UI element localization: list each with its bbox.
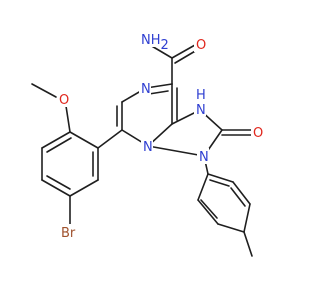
- bond-camide-n: [149, 44, 173, 59]
- keto-oxygen-label: O: [253, 126, 263, 141]
- bond-o-ch3: [31, 83, 57, 98]
- bond-ar-inner-a: [46, 137, 72, 153]
- bond-tol-inner-c: [209, 179, 230, 187]
- bond-ar-inner-b: [46, 175, 71, 190]
- bond-tol-5-6: [197, 199, 219, 225]
- bond-camide-o: [171, 44, 196, 59]
- bond-c2-aryl: [97, 129, 123, 149]
- bond-ar-1-2: [69, 131, 99, 149]
- bond-n9-c4: [147, 145, 205, 157]
- amide-nh2-subscript: 2: [161, 38, 169, 53]
- imidazole-h-label: H: [196, 88, 206, 103]
- bond-camide-o-double: [174, 49, 198, 64]
- methoxy-oxygen-label: O: [59, 93, 69, 108]
- imidazole-n9-label: N: [199, 150, 209, 165]
- bond-tol-inner-a: [230, 187, 246, 207]
- bond-tol-6-1: [197, 173, 209, 201]
- pyrimidine-n3-label: N: [143, 140, 153, 155]
- bond-ar-o: [65, 105, 71, 133]
- bromine-label: Br: [61, 226, 76, 241]
- atom-labels: NH 2 O N N H N N O O Br: [57, 31, 263, 241]
- bond-tol-inner-b: [200, 199, 218, 219]
- amide-nh2-label: NH: [141, 33, 161, 48]
- bond-tol-3-4: [243, 203, 251, 233]
- chemical-structure-diagram: NH 2 O N N H N N O O Br: [31, 31, 263, 257]
- bond-tol-4-5: [217, 223, 245, 233]
- amide-oxygen-label: O: [196, 38, 206, 53]
- bond-tol-methyl: [243, 231, 253, 257]
- bond-n1-c6-double: [148, 90, 169, 95]
- bond-tol-2-3: [232, 181, 251, 205]
- imidazole-nh-label: N: [196, 103, 206, 118]
- bond-ar-4-5: [41, 179, 71, 197]
- bond-ar-5-6: [69, 179, 99, 197]
- bond-ar-2-3: [41, 131, 71, 149]
- pyrimidine-n1-label: N: [141, 82, 151, 97]
- bond-tol-1-2: [207, 173, 234, 183]
